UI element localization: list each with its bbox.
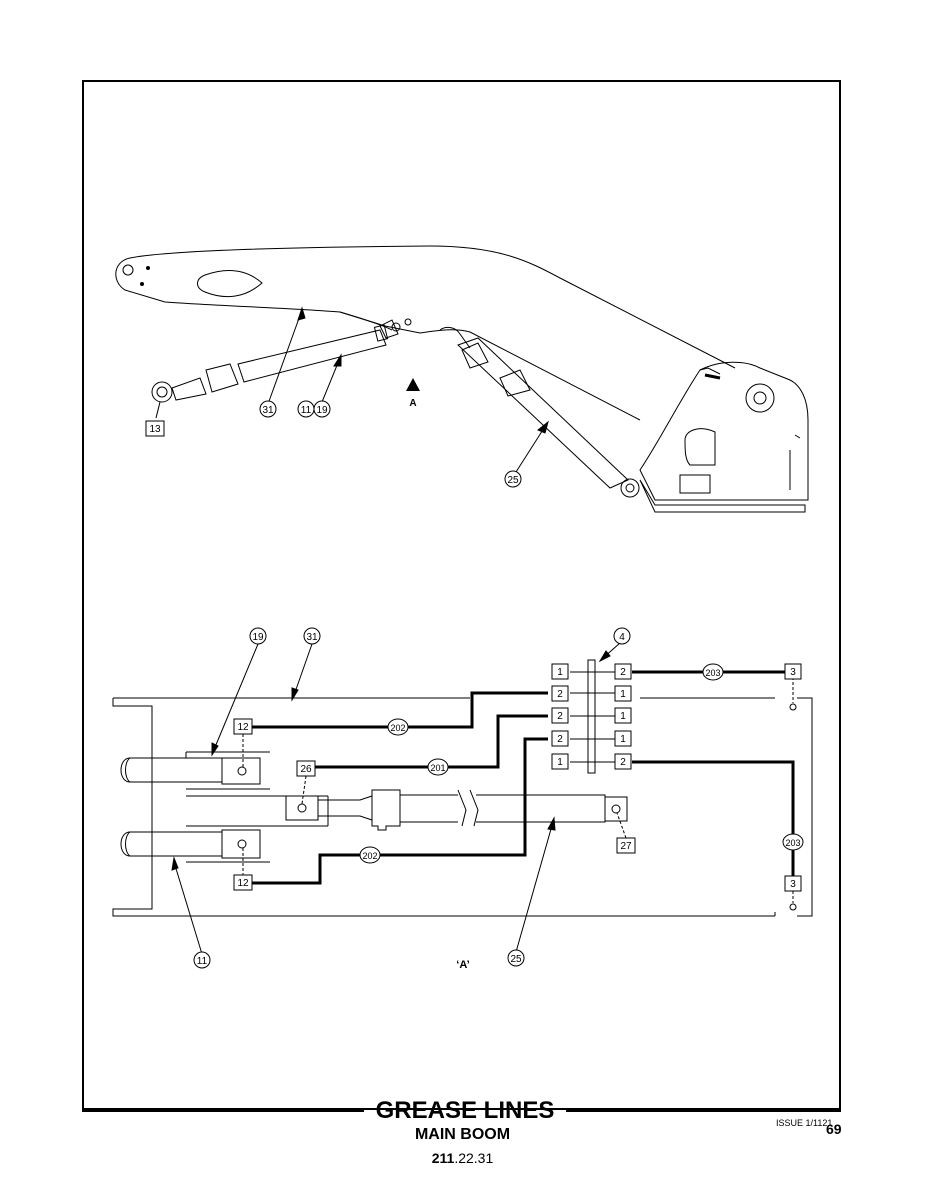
manifold-left-port: 2 bbox=[557, 711, 563, 722]
callout-b203-side-circle bbox=[782, 833, 804, 851]
view-a-label: ‘A’ bbox=[456, 959, 469, 971]
callout-13: 13 bbox=[149, 424, 161, 435]
callout-b19: 19 bbox=[252, 632, 264, 643]
callout-b201: 201 bbox=[430, 763, 445, 773]
callout-b3-top-box bbox=[784, 663, 802, 680]
hose-203-side bbox=[632, 760, 795, 876]
callout-b19-circle bbox=[249, 627, 267, 645]
callout-b201-circle bbox=[427, 758, 449, 776]
callout-b202-top: 202 bbox=[390, 723, 405, 733]
boom-cylinder bbox=[439, 326, 640, 498]
callout-b202-bottom: 202 bbox=[362, 851, 377, 861]
manifold-right-port: 1 bbox=[620, 734, 626, 745]
callout-b203-top-circle bbox=[702, 663, 724, 681]
drawing-frame bbox=[82, 80, 841, 1110]
callout-b203-top: 203 bbox=[705, 668, 720, 678]
title-rule-left bbox=[82, 1110, 364, 1112]
callout-b202-bottom-circle bbox=[359, 846, 381, 864]
boom-plan-outline bbox=[112, 697, 775, 917]
page-number: 69 bbox=[826, 1121, 842, 1137]
callout-b3-top: 3 bbox=[790, 667, 796, 678]
callout-b202-top-circle bbox=[387, 718, 409, 736]
callout-b11-circle bbox=[193, 951, 211, 969]
view-a-marker-label: A bbox=[409, 398, 416, 409]
manifold-right-port: 1 bbox=[620, 689, 626, 700]
manifold-right-port: 2 bbox=[620, 667, 626, 678]
turret-outline bbox=[639, 361, 809, 501]
callout-b3-bottom: 3 bbox=[790, 879, 796, 890]
callout-b26-box bbox=[296, 760, 316, 777]
callout-b25-circle bbox=[507, 949, 525, 967]
manifold-left-port: 2 bbox=[557, 734, 563, 745]
callout-b11: 11 bbox=[197, 956, 208, 967]
callout-b12-top-box bbox=[233, 718, 253, 735]
hose-202-top bbox=[250, 691, 548, 729]
manifold-left-port: 1 bbox=[557, 667, 563, 678]
callout-b12-top: 12 bbox=[237, 722, 249, 733]
document-number-suffix: .22.31 bbox=[454, 1150, 494, 1166]
manifold-left-port: 1 bbox=[557, 757, 563, 768]
hose-201 bbox=[313, 714, 548, 769]
callout-31-circle bbox=[259, 400, 277, 418]
view-a-marker-icon bbox=[406, 378, 420, 391]
callout-11: 11 bbox=[301, 405, 312, 416]
manifold-right-port: 1 bbox=[620, 711, 626, 722]
callout-b4: 4 bbox=[619, 632, 625, 643]
callout-b27: 27 bbox=[620, 841, 632, 852]
callout-b203-side: 203 bbox=[785, 838, 800, 848]
boom-elevation-view bbox=[115, 245, 809, 513]
callout-b12-bottom: 12 bbox=[237, 878, 249, 889]
manifold-left-port: 2 bbox=[557, 689, 563, 700]
callout-19: 19 bbox=[316, 405, 328, 416]
document-number-prefix: 211 bbox=[431, 1150, 455, 1166]
dipper-cylinder bbox=[151, 324, 389, 403]
title-block: GREASE LINES bbox=[0, 1096, 925, 1126]
hose-202-bottom bbox=[250, 737, 548, 885]
callout-b12-bottom-box bbox=[233, 874, 253, 891]
main-boom-outline bbox=[115, 245, 736, 421]
callout-b25: 25 bbox=[510, 954, 522, 965]
issue-label: ISSUE 1/1121 bbox=[776, 1118, 833, 1128]
boom-nose-slot bbox=[197, 270, 263, 298]
callout-b31: 31 bbox=[306, 632, 318, 643]
callout-b31-circle bbox=[303, 627, 321, 645]
document-number: 211.22.31 bbox=[0, 1150, 925, 1166]
callout-b4-circle bbox=[613, 627, 631, 645]
callout-25: 25 bbox=[507, 475, 519, 486]
callout-b3-bottom-box bbox=[784, 875, 802, 892]
callout-19-circle bbox=[313, 400, 331, 418]
callout-13-box bbox=[145, 420, 165, 437]
grease-hoses bbox=[250, 670, 795, 885]
callout-b26: 26 bbox=[300, 764, 312, 775]
callout-b27-box bbox=[616, 837, 636, 854]
callout-31: 31 bbox=[262, 405, 274, 416]
schematic-view-a bbox=[112, 642, 813, 955]
callout-25-circle bbox=[504, 470, 522, 488]
page-title: GREASE LINES bbox=[375, 1097, 555, 1124]
title-rule-right bbox=[566, 1110, 841, 1112]
page-subtitle: MAIN BOOM bbox=[414, 1126, 511, 1143]
manifold-right-port: 2 bbox=[620, 757, 626, 768]
